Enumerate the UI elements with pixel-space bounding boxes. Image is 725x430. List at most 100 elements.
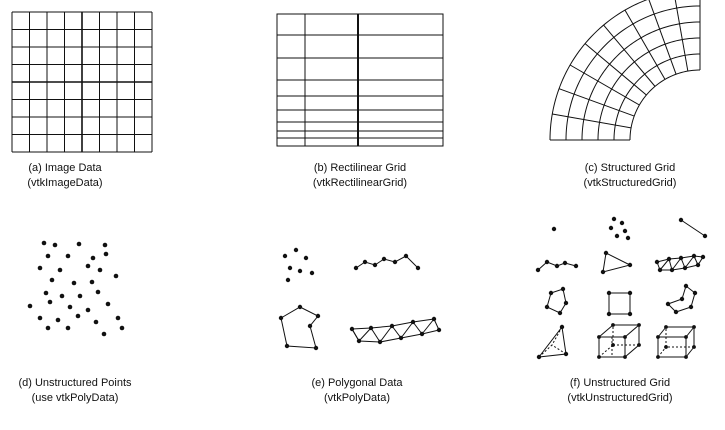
vertex-point	[315, 313, 321, 319]
triangle-strip-edge	[684, 255, 695, 269]
data-point	[57, 267, 63, 273]
vertex-point	[637, 343, 641, 347]
hexahedron-cell	[685, 346, 695, 358]
data-point	[103, 251, 109, 257]
vertex-point	[623, 355, 627, 359]
data-point	[76, 241, 82, 247]
data-point	[113, 273, 119, 279]
vertex-point	[695, 262, 701, 268]
image-data-uniform-grid	[11, 11, 153, 153]
caption-e-title: (e) Polygonal Data	[311, 377, 403, 389]
vertex-point	[665, 301, 671, 307]
vertex-point	[664, 345, 668, 349]
unstructured-grid-cells	[535, 216, 708, 360]
polygon-shape	[280, 306, 319, 349]
vertex-point	[654, 259, 660, 265]
vertex-point	[282, 253, 288, 259]
data-point	[115, 315, 121, 321]
vertex-point	[560, 286, 566, 292]
voxel-cell	[624, 324, 640, 338]
vertex-point	[544, 304, 550, 310]
vertex-point	[303, 255, 309, 261]
vertex-point	[431, 316, 437, 322]
caption-c-subtitle: (vtkStructuredGrid)	[584, 177, 677, 189]
vertex-point	[278, 315, 284, 321]
polyvertex-point	[608, 225, 614, 231]
arc-grid-line	[613, 53, 701, 141]
unstructured-points-cloud	[27, 240, 125, 337]
hexahedron-cell	[657, 346, 667, 358]
voxel-cell	[598, 344, 614, 358]
vertex-point	[362, 259, 368, 265]
data-point	[85, 307, 91, 313]
vertex-point	[666, 256, 672, 262]
vertex-point	[692, 290, 698, 296]
vertex-point	[544, 259, 550, 265]
vertex-point	[548, 290, 554, 296]
vertex-point	[419, 331, 425, 337]
vertex-point	[682, 265, 688, 271]
vertex-point	[285, 277, 291, 283]
vertex-point	[700, 254, 706, 260]
polyvertex-point	[619, 220, 625, 226]
data-point	[102, 242, 108, 248]
data-point	[85, 263, 91, 269]
triangle-strip-edge	[671, 257, 682, 271]
triangle-cell	[602, 252, 632, 273]
tetra-cell	[537, 325, 567, 358]
vertex-point	[656, 355, 660, 359]
vertex-point	[606, 311, 612, 317]
triangle-strip-edge	[660, 264, 699, 271]
triangle-strip-edge	[370, 327, 381, 343]
vertex-point	[535, 267, 541, 273]
polyvertex-point	[625, 235, 631, 241]
radial-grid-line	[569, 64, 640, 106]
vertex-point	[688, 304, 694, 310]
vertex-point	[657, 267, 663, 273]
vertex-point	[627, 262, 633, 268]
data-point	[59, 293, 65, 299]
data-point	[89, 279, 95, 285]
vertex-point	[398, 335, 404, 341]
vertex-point	[562, 260, 568, 266]
vertex-point	[683, 283, 689, 289]
vertex-point	[389, 323, 395, 329]
vertex-point	[623, 335, 627, 339]
vertex-point	[692, 345, 696, 349]
vertex-point	[372, 262, 378, 268]
vertex-point	[692, 325, 696, 329]
triangle-strip-edge	[421, 318, 435, 335]
vertex-point	[563, 351, 569, 357]
hexahedron-cell	[657, 326, 667, 338]
vertex-point	[600, 269, 606, 275]
vertex-point	[436, 327, 442, 333]
caption-d-subtitle: (use vtkPolyData)	[32, 392, 119, 404]
data-point	[65, 325, 71, 331]
triangle-strip-edge	[400, 321, 414, 339]
polygonal-data-shapes	[278, 247, 442, 351]
vertex-point	[673, 309, 679, 315]
vertex-point	[597, 355, 601, 359]
data-point	[52, 242, 58, 248]
data-point	[43, 290, 49, 296]
vertex-point	[664, 325, 668, 329]
vertex-point	[403, 253, 409, 259]
data-point	[105, 301, 111, 307]
line-end-point	[678, 217, 684, 223]
data-point	[37, 265, 43, 271]
rectilinear-grid	[276, 13, 444, 147]
triangle-strip-edge	[358, 327, 372, 342]
data-point	[90, 255, 96, 261]
voxel-cell	[598, 324, 614, 338]
vertex-point	[415, 265, 421, 271]
vertex-point	[611, 323, 615, 327]
caption-d-title: (d) Unstructured Points	[18, 377, 132, 389]
vertex-point	[349, 326, 355, 332]
vertex-point	[563, 300, 569, 306]
hexahedron-cell	[685, 326, 695, 338]
vertex-point	[309, 270, 315, 276]
radial-grid-line	[552, 113, 632, 129]
radial-grid-line	[558, 88, 635, 117]
vertex-point	[656, 335, 660, 339]
vertex-point	[307, 323, 313, 329]
